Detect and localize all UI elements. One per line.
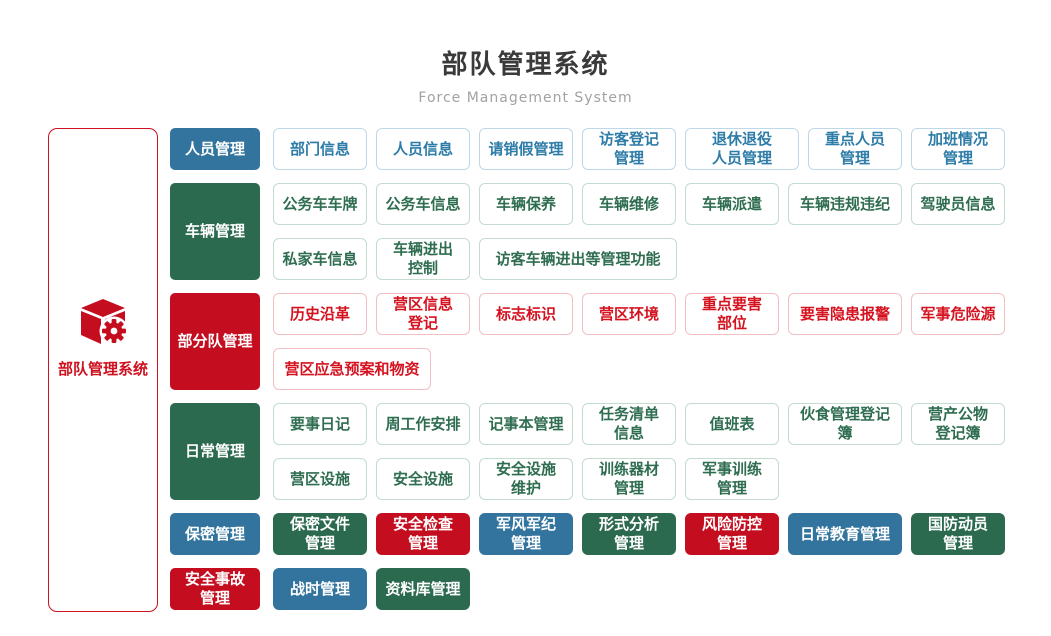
item-box: 车辆违规违纪 — [788, 183, 902, 225]
item-box: 车辆进出 控制 — [376, 238, 470, 280]
item-box: 退休退役 人员管理 — [685, 128, 799, 170]
item-box: 访客登记 管理 — [582, 128, 676, 170]
item-box: 重点人员 管理 — [808, 128, 902, 170]
item-box: 要事日记 — [273, 403, 367, 445]
rows: 人员管理部门信息人员信息请销假管理访客登记 管理退休退役 人员管理重点人员 管理… — [170, 128, 1009, 610]
item-box: 风险防控 管理 — [685, 513, 779, 555]
root-label: 部队管理系统 — [57, 359, 148, 378]
item-box: 国防动员 管理 — [911, 513, 1005, 555]
item-box: 公务车车牌 — [273, 183, 367, 225]
item-box: 营区应急预案和物资 — [273, 348, 431, 390]
item-box: 安全检查 管理 — [376, 513, 470, 555]
item-box: 访客车辆进出等管理功能 — [479, 238, 677, 280]
item-box: 资料库管理 — [376, 568, 470, 610]
item-box: 车辆保养 — [479, 183, 573, 225]
item-box: 保密文件 管理 — [273, 513, 367, 555]
item-box: 军事训练 管理 — [685, 458, 779, 500]
category-box: 车辆管理 — [170, 183, 260, 280]
item-box: 营区信息 登记 — [376, 293, 470, 335]
module-row: 安全事故 管理战时管理资料库管理 — [170, 568, 1009, 610]
item-box: 车辆维修 — [582, 183, 676, 225]
page-header: 部队管理系统 Force Management System — [0, 44, 1051, 106]
item-box: 军风军纪 管理 — [479, 513, 573, 555]
row-items: 部门信息人员信息请销假管理访客登记 管理退休退役 人员管理重点人员 管理加班情况… — [273, 128, 1009, 170]
module-row: 日常管理要事日记周工作安排记事本管理任务清单 信息值班表伙食管理登记簿营产公物 … — [170, 403, 1009, 500]
item-box: 加班情况 管理 — [911, 128, 1005, 170]
item-box: 要害隐患报警 — [788, 293, 902, 335]
page-subtitle: Force Management System — [418, 90, 633, 106]
item-box: 营区设施 — [273, 458, 367, 500]
item-box: 安全设施 维护 — [479, 458, 573, 500]
category-box: 安全事故 管理 — [170, 568, 260, 610]
module-row: 车辆管理公务车车牌公务车信息车辆保养车辆维修车辆派遣车辆违规违纪驾驶员信息私家车… — [170, 183, 1009, 280]
item-box: 历史沿革 — [273, 293, 367, 335]
row-items: 保密文件 管理安全检查 管理军风军纪 管理形式分析 管理风险防控 管理日常教育管… — [273, 513, 1009, 555]
row-items: 要事日记周工作安排记事本管理任务清单 信息值班表伙食管理登记簿营产公物 登记簿营… — [273, 403, 1009, 500]
item-box: 私家车信息 — [273, 238, 367, 280]
item-box: 请销假管理 — [479, 128, 573, 170]
item-box: 部门信息 — [273, 128, 367, 170]
item-box: 值班表 — [685, 403, 779, 445]
item-box: 伙食管理登记簿 — [788, 403, 902, 445]
page-title: 部队管理系统 — [441, 50, 610, 80]
item-box: 任务清单 信息 — [582, 403, 676, 445]
item-box: 安全设施 — [376, 458, 470, 500]
root-panel: 部队管理系统 — [48, 128, 158, 612]
category-box: 日常管理 — [170, 403, 260, 500]
category-box: 保密管理 — [170, 513, 260, 555]
row-items: 历史沿革营区信息 登记标志标识营区环境重点要害 部位要害隐患报警军事危险源营区应… — [273, 293, 1009, 390]
item-box: 重点要害 部位 — [685, 293, 779, 335]
item-box: 周工作安排 — [376, 403, 470, 445]
module-row: 人员管理部门信息人员信息请销假管理访客登记 管理退休退役 人员管理重点人员 管理… — [170, 128, 1009, 170]
category-box: 部分队管理 — [170, 293, 260, 390]
item-box: 人员信息 — [376, 128, 470, 170]
item-box: 形式分析 管理 — [582, 513, 676, 555]
module-row: 部分队管理历史沿革营区信息 登记标志标识营区环境重点要害 部位要害隐患报警军事危… — [170, 293, 1009, 390]
cube-gear-icon — [81, 298, 129, 345]
item-box: 战时管理 — [273, 568, 367, 610]
item-box: 公务车信息 — [376, 183, 470, 225]
item-box: 记事本管理 — [479, 403, 573, 445]
item-box: 营区环境 — [582, 293, 676, 335]
item-box: 标志标识 — [479, 293, 573, 335]
module-row: 保密管理保密文件 管理安全检查 管理军风军纪 管理形式分析 管理风险防控 管理日… — [170, 513, 1009, 555]
row-items: 战时管理资料库管理 — [273, 568, 1009, 610]
item-box: 军事危险源 — [911, 293, 1005, 335]
item-box: 日常教育管理 — [788, 513, 902, 555]
item-box: 驾驶员信息 — [911, 183, 1005, 225]
row-items: 公务车车牌公务车信息车辆保养车辆维修车辆派遣车辆违规违纪驾驶员信息私家车信息车辆… — [273, 183, 1009, 280]
item-box: 车辆派遣 — [685, 183, 779, 225]
item-box: 训练器材 管理 — [582, 458, 676, 500]
item-box: 营产公物 登记簿 — [911, 403, 1005, 445]
category-box: 人员管理 — [170, 128, 260, 170]
